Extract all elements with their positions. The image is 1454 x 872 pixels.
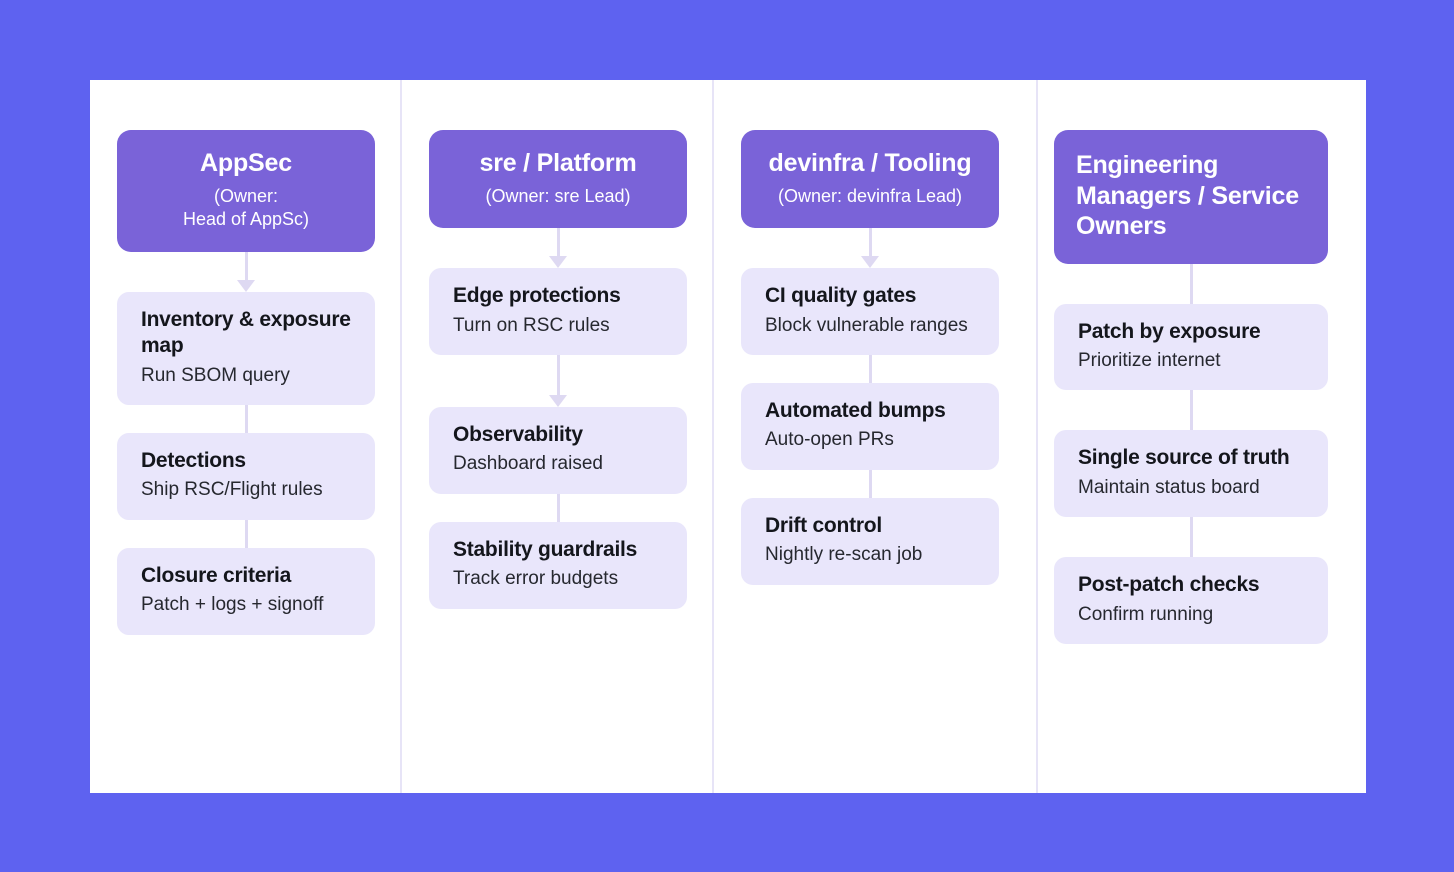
connector-line	[241, 405, 251, 434]
step-card-subtitle: Patch + logs + signoff	[141, 594, 324, 616]
lane-header-card-4[interactable]: Engineering Managers / Service Owners	[1054, 130, 1328, 264]
lane-header-title: devinfra / Tooling	[768, 149, 972, 177]
connector-line	[1186, 517, 1196, 558]
step-card-title: Closure criteria	[141, 564, 292, 588]
swimlane-1: AppSec (Owner:Head of AppSc) Inventory & e…	[90, 80, 402, 793]
connector-line	[865, 355, 875, 384]
lane-header-title: AppSec	[200, 149, 292, 177]
connector-line	[1186, 390, 1196, 431]
lane-header-owner: (Owner: sre Lead)	[485, 185, 631, 206]
step-card-title: Stability guardrails	[453, 538, 638, 562]
lane-divider-3	[1036, 80, 1038, 793]
connector-arrow-icon	[549, 355, 567, 408]
step-card-subtitle: Track error budgets	[453, 568, 619, 590]
swimlane-container: AppSec (Owner:Head of AppSc) Inventory & e…	[90, 80, 1366, 793]
step-card-subtitle: Block vulnerable ranges	[765, 314, 968, 336]
step-card-title: Post-patch checks	[1078, 573, 1260, 597]
step-card-title: Detections	[141, 449, 246, 473]
connector-arrow-icon	[237, 252, 255, 292]
lane-header-title: Engineering Managers / Service Owners	[1076, 151, 1299, 240]
step-card-title: Inventory & exposure map	[141, 308, 351, 358]
lane-divider-1	[400, 80, 402, 793]
lane-header-owner: (Owner:Head of AppSc)	[182, 185, 310, 230]
lane-divider-2	[712, 80, 714, 793]
step-card-subtitle: Maintain status board	[1078, 476, 1260, 498]
connector-line	[553, 494, 563, 523]
lane-header-title: sre / Platform	[479, 149, 637, 177]
step-card-title: Single source of truth	[1078, 446, 1290, 470]
lane-header-card-1[interactable]: AppSec (Owner:Head of AppSc)	[117, 130, 375, 252]
step-card-title: CI quality gates	[765, 284, 917, 308]
lane-header-card-2[interactable]: sre / Platform (Owner: sre Lead)	[429, 130, 687, 229]
connector-line	[241, 520, 251, 549]
step-card-subtitle: Ship RSC/Flight rules	[141, 479, 323, 501]
swimlane-3: devinfra / Tooling (Owner: devinfra Lead)…	[714, 80, 1026, 793]
step-card-title: Observability	[453, 423, 583, 447]
step-card-subtitle: Turn on RSC rules	[453, 314, 610, 336]
step-card-title: Automated bumps	[765, 399, 946, 423]
lane-header-owner: (Owner: devinfra Lead)	[777, 185, 963, 206]
connector-line	[865, 470, 875, 499]
step-card-title: Patch by exposure	[1078, 319, 1261, 343]
connector-arrow-icon	[861, 228, 879, 269]
step-card-subtitle: Confirm running	[1078, 603, 1214, 625]
step-card-subtitle: Dashboard raised	[453, 453, 603, 475]
step-card-title: Edge protections	[453, 284, 621, 308]
swimlane-2: sre / Platform (Owner: sre Lead) Edge prot…	[402, 80, 714, 793]
step-card-title: Drift control	[765, 514, 882, 538]
step-card-subtitle: Nightly re-scan job	[765, 544, 923, 566]
connector-line	[1186, 263, 1196, 304]
diagram-panel: AppSec (Owner:Head of AppSc) Inventory & e…	[90, 80, 1366, 793]
lane-header-card-3[interactable]: devinfra / Tooling (Owner: devinfra Lead)	[741, 130, 999, 229]
connector-arrow-icon	[549, 228, 567, 269]
step-card-subtitle: Prioritize internet	[1078, 349, 1221, 371]
step-card-subtitle: Auto-open PRs	[765, 429, 894, 451]
step-card-subtitle: Run SBOM query	[141, 364, 290, 386]
